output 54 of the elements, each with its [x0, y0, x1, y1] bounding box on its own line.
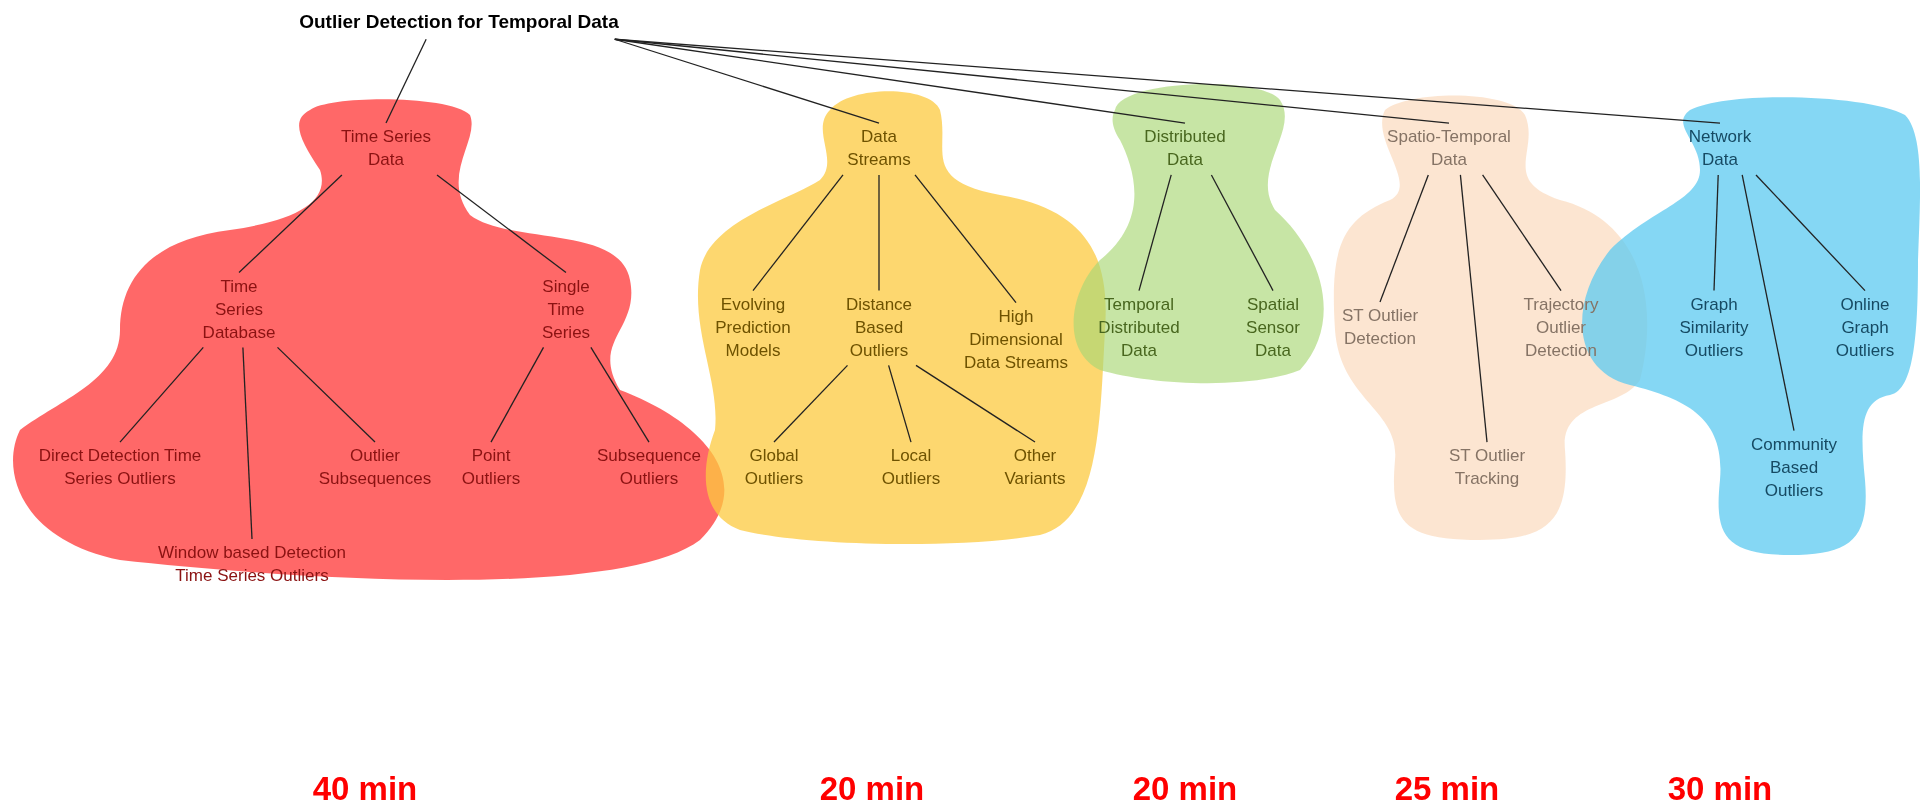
node-label: Other Variants [1003, 445, 1067, 490]
node-label: Network Data [1687, 126, 1753, 171]
node-label: Outlier Subsequences [317, 445, 433, 490]
duration-label: 20 min [1132, 769, 1238, 809]
node-label: Distance Based Outliers [844, 293, 914, 362]
node-label: Point Outliers [460, 445, 522, 490]
connector-line [436, 174, 567, 274]
duration-label: 40 min [312, 769, 418, 809]
node-label: Direct Detection Time Series Outliers [37, 445, 203, 490]
connector-line [1741, 174, 1795, 432]
connector-line [1210, 174, 1274, 292]
duration-label: 20 min [819, 769, 925, 809]
node-label: Data Streams [846, 126, 912, 171]
connector-line [1459, 174, 1488, 443]
node-label: Temporal Distributed Data [1097, 293, 1181, 362]
node-label: Community Based Outliers [1750, 433, 1838, 502]
node-label: Single Time Series [540, 275, 592, 344]
connector-line [878, 174, 880, 292]
connector-line [614, 38, 1721, 124]
node-label: Graph Similarity Outliers [1678, 293, 1750, 362]
duration-label: 30 min [1667, 769, 1773, 809]
node-label: Distributed Data [1143, 126, 1227, 171]
node-label: Spatio-Temporal Data [1386, 126, 1512, 171]
node-label: Subsequence Outliers [596, 445, 702, 490]
connector-line [242, 346, 253, 540]
connector-line [490, 346, 545, 443]
node-label: High Dimensional Data Streams [963, 305, 1069, 374]
node-label: Evolving Prediction Models [714, 293, 792, 362]
node-label: Spatial Sensor Data [1245, 293, 1301, 362]
node-label: Time Series Database [201, 275, 277, 344]
connector-line [385, 38, 427, 124]
connector-line [276, 346, 376, 443]
title-text: Outlier Detection for Temporal Data [299, 9, 619, 34]
connector-line [119, 346, 204, 443]
connector-line [238, 174, 343, 274]
connector-line [614, 38, 880, 124]
connector-line [1713, 174, 1719, 292]
connector-line [887, 364, 912, 443]
connector-line [915, 364, 1036, 443]
connector-line [1138, 174, 1172, 292]
node-label: Local Outliers [880, 445, 942, 490]
connector-line [590, 346, 650, 443]
connector-line [773, 364, 849, 443]
node-label: Time Series Data [339, 126, 433, 171]
connector-line [914, 174, 1017, 304]
node-label: ST Outlier Tracking [1447, 445, 1527, 490]
duration-label: 25 min [1394, 769, 1500, 809]
node-label: ST Outlier Detection [1340, 305, 1420, 350]
connector-line [1379, 174, 1429, 303]
connector-line [1755, 174, 1866, 292]
connector-line [1481, 174, 1562, 292]
node-label: Global Outliers [743, 445, 805, 490]
connector-line [752, 174, 844, 292]
node-label: Online Graph Outliers [1834, 293, 1896, 362]
